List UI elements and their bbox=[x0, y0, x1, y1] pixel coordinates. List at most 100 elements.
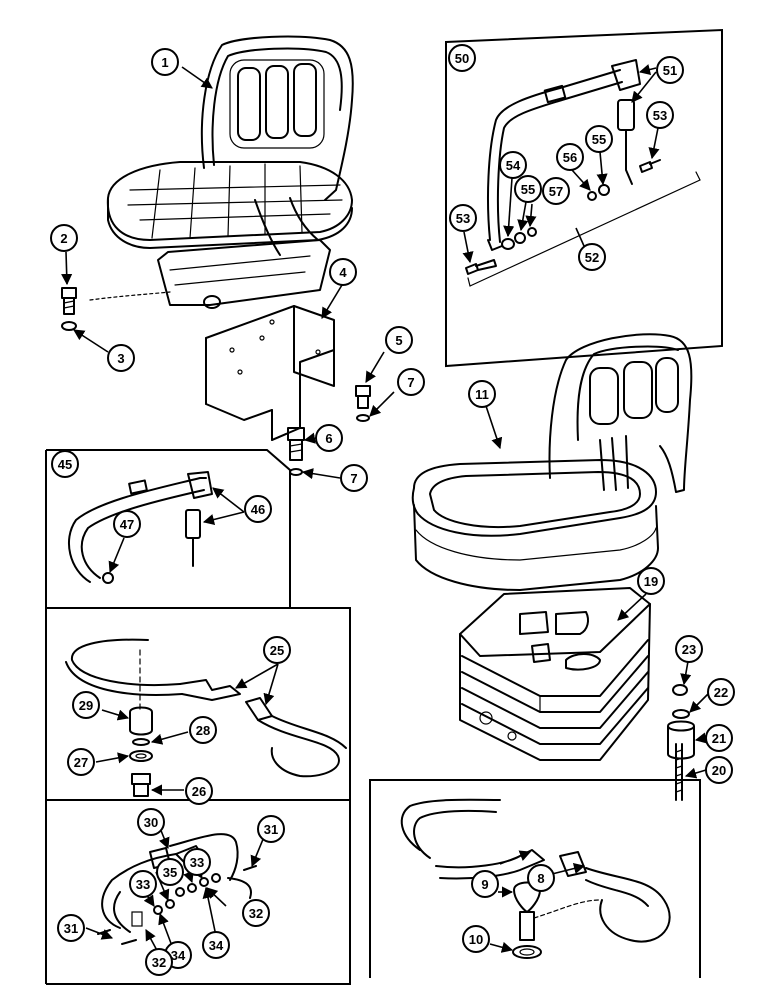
callout-21-label: 21 bbox=[712, 731, 726, 746]
callout-6-label: 6 bbox=[325, 431, 332, 446]
callout-10: 10 bbox=[462, 925, 490, 953]
callout-3-label: 3 bbox=[117, 351, 124, 366]
callout-51: 51 bbox=[656, 56, 684, 84]
callout-5-label: 5 bbox=[395, 333, 402, 348]
callout-57-label: 57 bbox=[549, 184, 563, 199]
callout-55-left: 55 bbox=[514, 175, 542, 203]
callout-31-left-label: 31 bbox=[64, 921, 78, 936]
callout-32-right: 32 bbox=[242, 899, 270, 927]
callout-22: 22 bbox=[707, 678, 735, 706]
mounting-bracket-4 bbox=[205, 305, 335, 441]
callout-26: 26 bbox=[185, 777, 213, 805]
callout-54: 54 bbox=[499, 151, 527, 179]
seatbelt-kit-8-panel bbox=[369, 779, 701, 978]
seatbelt-kit-8 bbox=[400, 798, 671, 959]
callout-53-right: 53 bbox=[646, 101, 674, 129]
callout-31-right-label: 31 bbox=[264, 822, 278, 837]
callout-10-label: 10 bbox=[469, 932, 483, 947]
callout-8: 8 bbox=[527, 864, 555, 892]
suspension-unit-19 bbox=[459, 587, 651, 761]
callout-7-upper: 7 bbox=[397, 368, 425, 396]
callout-33-left-label: 33 bbox=[136, 877, 150, 892]
callout-28: 28 bbox=[189, 716, 217, 744]
callout-3: 3 bbox=[107, 344, 135, 372]
callout-8-label: 8 bbox=[537, 871, 544, 886]
spacer-54 bbox=[501, 238, 515, 250]
callout-32-right-label: 32 bbox=[249, 906, 263, 921]
callout-35-label: 35 bbox=[163, 865, 177, 880]
callout-11-label: 11 bbox=[475, 387, 489, 402]
callout-1-label: 1 bbox=[161, 55, 168, 70]
callout-34-right-label: 34 bbox=[209, 938, 224, 953]
callout-52-label: 52 bbox=[585, 250, 599, 265]
callout-46-label: 46 bbox=[251, 502, 265, 517]
callout-53-right-label: 53 bbox=[653, 108, 667, 123]
callout-2: 2 bbox=[50, 224, 78, 252]
nut-23 bbox=[672, 684, 688, 696]
washer-3 bbox=[61, 321, 77, 331]
callout-45-label: 45 bbox=[58, 457, 72, 472]
callout-23: 23 bbox=[675, 635, 703, 663]
callout-22-label: 22 bbox=[714, 685, 728, 700]
seatbelt-kit-50-panel bbox=[445, 28, 723, 368]
callout-21: 21 bbox=[705, 724, 733, 752]
callout-9: 9 bbox=[471, 870, 499, 898]
seat-assembly-11 bbox=[411, 333, 693, 591]
washer-55-left bbox=[514, 232, 526, 244]
callout-55-left-label: 55 bbox=[521, 182, 535, 197]
callout-20: 20 bbox=[705, 756, 733, 784]
callout-47: 47 bbox=[113, 510, 141, 538]
callout-9-label: 9 bbox=[481, 877, 488, 892]
callout-28-label: 28 bbox=[196, 723, 210, 738]
washer-22 bbox=[672, 709, 690, 719]
callout-11: 11 bbox=[468, 380, 496, 408]
callout-29: 29 bbox=[72, 691, 100, 719]
callout-45: 45 bbox=[51, 450, 79, 478]
stud-20 bbox=[675, 743, 683, 801]
callout-27: 27 bbox=[67, 748, 95, 776]
callout-1: 1 bbox=[151, 48, 179, 76]
callout-6: 6 bbox=[315, 424, 343, 452]
callout-33-left: 33 bbox=[129, 870, 157, 898]
callout-7-upper-label: 7 bbox=[407, 375, 414, 390]
callout-19-label: 19 bbox=[644, 574, 658, 589]
callout-31-right: 31 bbox=[257, 815, 285, 843]
callout-54-label: 54 bbox=[506, 158, 521, 173]
washer-7-upper bbox=[356, 414, 370, 422]
callout-47-label: 47 bbox=[120, 517, 134, 532]
callout-56-label: 56 bbox=[563, 150, 577, 165]
callout-26-label: 26 bbox=[192, 784, 206, 799]
callout-55-right: 55 bbox=[585, 125, 613, 153]
callout-7-lower: 7 bbox=[340, 464, 368, 492]
callout-30-label: 30 bbox=[144, 815, 158, 830]
callout-19: 19 bbox=[637, 567, 665, 595]
seatbelt-kit-30 bbox=[97, 833, 257, 945]
callout-32-left-label: 32 bbox=[152, 955, 166, 970]
callout-46: 46 bbox=[244, 495, 272, 523]
callout-20-label: 20 bbox=[712, 763, 726, 778]
callout-33-right-label: 33 bbox=[190, 855, 204, 870]
nut-57 bbox=[527, 227, 537, 237]
seatbelt-kit-25 bbox=[65, 638, 347, 797]
callout-27-label: 27 bbox=[74, 755, 88, 770]
nut-56 bbox=[587, 191, 597, 201]
callout-31-left: 31 bbox=[57, 914, 85, 942]
callout-50-label: 50 bbox=[455, 51, 469, 66]
callout-25: 25 bbox=[263, 636, 291, 664]
seatbelt-kit-45-panel bbox=[46, 449, 291, 608]
bolt-2 bbox=[61, 287, 77, 315]
washer-55-right bbox=[598, 184, 610, 196]
bolt-5 bbox=[355, 385, 371, 409]
bolt-53-left bbox=[465, 259, 497, 275]
callout-56: 56 bbox=[556, 143, 584, 171]
seat-assembly-1 bbox=[89, 35, 354, 309]
callout-33-right: 33 bbox=[183, 848, 211, 876]
callout-34-left-label: 34 bbox=[171, 948, 186, 963]
callout-50: 50 bbox=[448, 44, 476, 72]
callout-25-label: 25 bbox=[270, 643, 284, 658]
callout-34-right: 34 bbox=[202, 931, 230, 959]
callout-23-label: 23 bbox=[682, 642, 696, 657]
callout-53-left: 53 bbox=[449, 204, 477, 232]
callout-29-label: 29 bbox=[79, 698, 93, 713]
seatbelt-kit-50 bbox=[465, 59, 701, 287]
